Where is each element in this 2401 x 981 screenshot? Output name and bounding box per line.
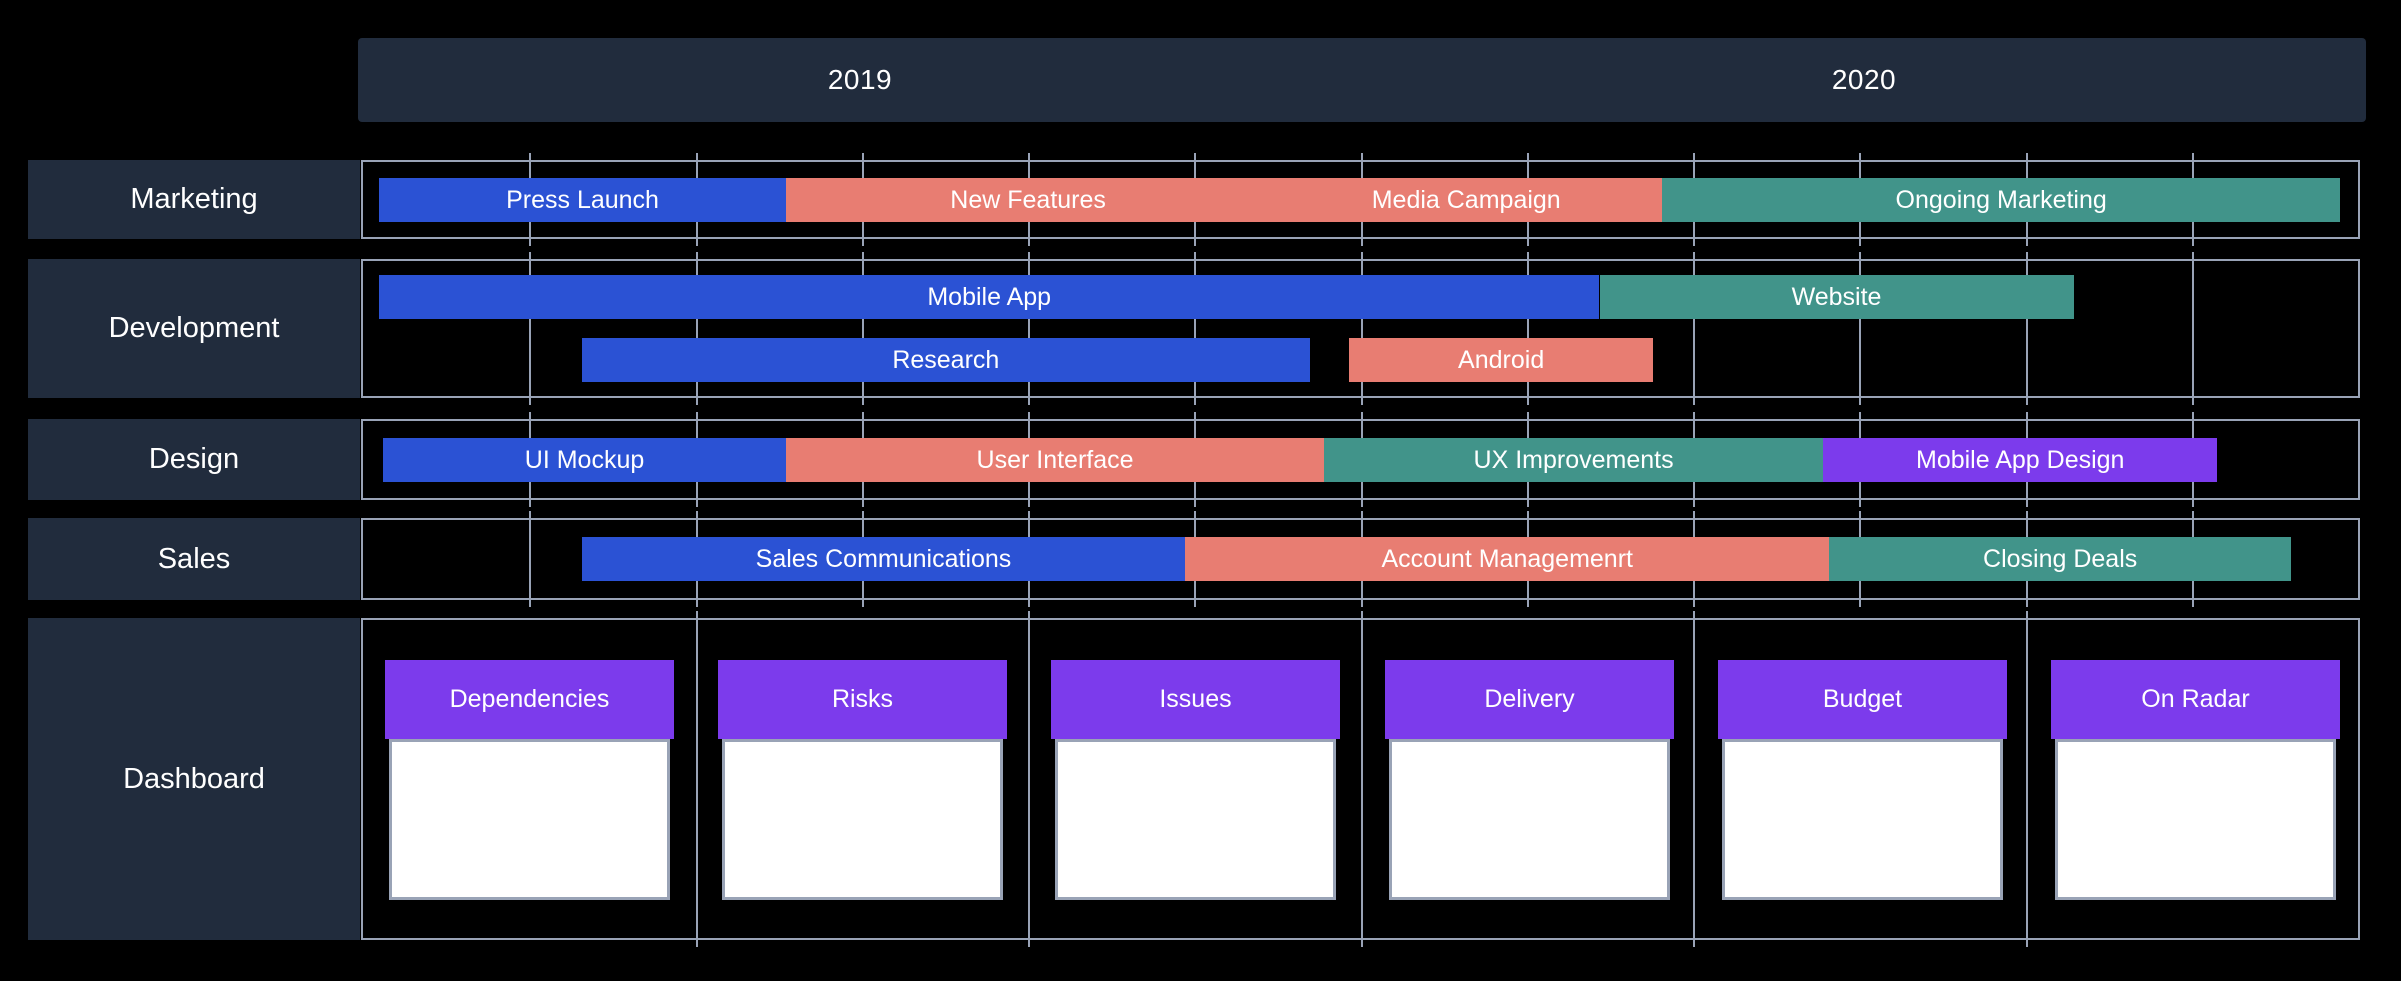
bar-press-launch[interactable]: Press Launch <box>378 178 787 222</box>
dashboard-card-on-radar[interactable]: On Radar <box>2051 660 2340 900</box>
bar-label: UI Mockup <box>524 445 645 474</box>
gridline <box>1693 252 1695 405</box>
bar-label: Account Managemenrt <box>1381 544 1633 573</box>
gridline <box>1194 252 1197 405</box>
bar-ongoing-marketing[interactable]: Ongoing Marketing <box>1662 178 2341 222</box>
dashboard-grid: Dependencies Risks Issues Delivery Budget On … <box>361 611 2360 947</box>
gridline <box>1360 611 1363 947</box>
bar-label: Website <box>1791 282 1882 311</box>
row-label-text: Sales <box>157 542 231 575</box>
gridline <box>1526 252 1529 405</box>
bar-new-features[interactable]: New Features <box>786 178 1271 222</box>
row-label-text: Marketing <box>130 183 258 215</box>
row-label-text: Development <box>108 312 280 344</box>
row-label-development[interactable]: Development <box>28 259 360 398</box>
card-title-text: On Radar <box>2141 685 2250 713</box>
bar-label: Android <box>1458 345 1545 374</box>
gridline <box>1028 611 1030 947</box>
bar-mobile-app[interactable]: Mobile App <box>378 275 1600 319</box>
dashboard-card-budget[interactable]: Budget <box>1718 660 2007 900</box>
bar-website[interactable]: Website <box>1599 275 2074 319</box>
bar-label: Research <box>892 345 1000 374</box>
card-title: On Radar <box>2051 660 2340 739</box>
timeline-year-header[interactable]: 2019 2020 <box>358 38 2366 122</box>
gridline <box>529 252 532 405</box>
row-label-text: Dashboard <box>123 762 265 795</box>
gridline <box>1693 611 1695 947</box>
bar-ux-improvements[interactable]: UX Improvements <box>1323 438 1824 482</box>
gridline <box>1360 252 1363 405</box>
timeline-grid-sales: Sales Communications Account Managemenrt C… <box>361 511 2360 607</box>
year-label-2019: 2019 <box>827 64 893 95</box>
row-label-sales[interactable]: Sales <box>28 518 360 600</box>
dashboard-card-delivery[interactable]: Delivery <box>1385 660 1674 900</box>
card-title: Risks <box>718 660 1007 739</box>
bar-label: Mobile App Design <box>1916 445 2125 474</box>
card-title: Budget <box>1718 660 2007 739</box>
bar-mobile-app-design[interactable]: Mobile App Design <box>1823 438 2218 482</box>
card-title-text: Dependencies <box>449 685 610 713</box>
card-body <box>2055 739 2336 900</box>
timeline-grid-marketing: Press Launch New Features Media Campaign On… <box>361 153 2360 246</box>
card-body <box>722 739 1003 900</box>
dashboard-card-issues[interactable]: Issues <box>1051 660 1340 900</box>
bar-label: Press Launch <box>506 185 659 214</box>
bar-label: UX Improvements <box>1473 445 1674 474</box>
card-body <box>1389 739 1670 900</box>
row-label-design[interactable]: Design <box>28 419 360 500</box>
bar-label: New Features <box>950 185 1106 214</box>
bar-label: User Interface <box>976 445 1134 474</box>
gridline <box>2191 252 2194 405</box>
gridline <box>695 611 698 947</box>
card-title: Delivery <box>1385 660 1674 739</box>
gridline <box>2025 611 2028 947</box>
card-title-text: Budget <box>1822 685 1903 713</box>
gridline <box>529 511 532 607</box>
bar-android[interactable]: Android <box>1348 338 1654 382</box>
row-label-text: Design <box>148 443 240 475</box>
card-title: Issues <box>1051 660 1340 739</box>
bar-account-managemenrt[interactable]: Account Managemenrt <box>1185 537 1830 581</box>
bar-ui-mockup[interactable]: UI Mockup <box>382 438 787 482</box>
card-title-text: Risks <box>831 685 894 713</box>
bar-label: Sales Communications <box>755 544 1012 573</box>
card-title-text: Delivery <box>1484 685 1575 713</box>
card-title: Dependencies <box>385 660 674 739</box>
year-label-2020: 2020 <box>1831 64 1897 95</box>
card-title-text: Issues <box>1159 685 1232 713</box>
row-label-dashboard[interactable]: Dashboard <box>28 618 360 940</box>
gridline <box>695 252 698 405</box>
timeline-grid-design: UI Mockup User Interface UX Improvements Mo… <box>361 412 2360 507</box>
dashboard-card-risks[interactable]: Risks <box>718 660 1007 900</box>
gridline <box>861 252 864 405</box>
bar-label: Closing Deals <box>1983 544 2138 573</box>
bar-label: Mobile App <box>927 282 1052 311</box>
gridline <box>2025 252 2028 405</box>
card-body <box>1722 739 2003 900</box>
row-label-marketing[interactable]: Marketing <box>28 160 360 239</box>
bar-research[interactable]: Research <box>581 338 1310 382</box>
bar-user-interface[interactable]: User Interface <box>786 438 1324 482</box>
bar-label: Media Campaign <box>1371 185 1561 214</box>
card-body <box>1055 739 1336 900</box>
bar-closing-deals[interactable]: Closing Deals <box>1829 537 2292 581</box>
gridline <box>1028 252 1030 405</box>
bar-label: Ongoing Marketing <box>1895 185 2107 214</box>
dashboard-card-dependencies[interactable]: Dependencies <box>385 660 674 900</box>
bar-media-campaign[interactable]: Media Campaign <box>1270 178 1663 222</box>
gridline <box>1859 252 1862 405</box>
card-body <box>389 739 670 900</box>
bar-sales-communications[interactable]: Sales Communications <box>581 537 1186 581</box>
